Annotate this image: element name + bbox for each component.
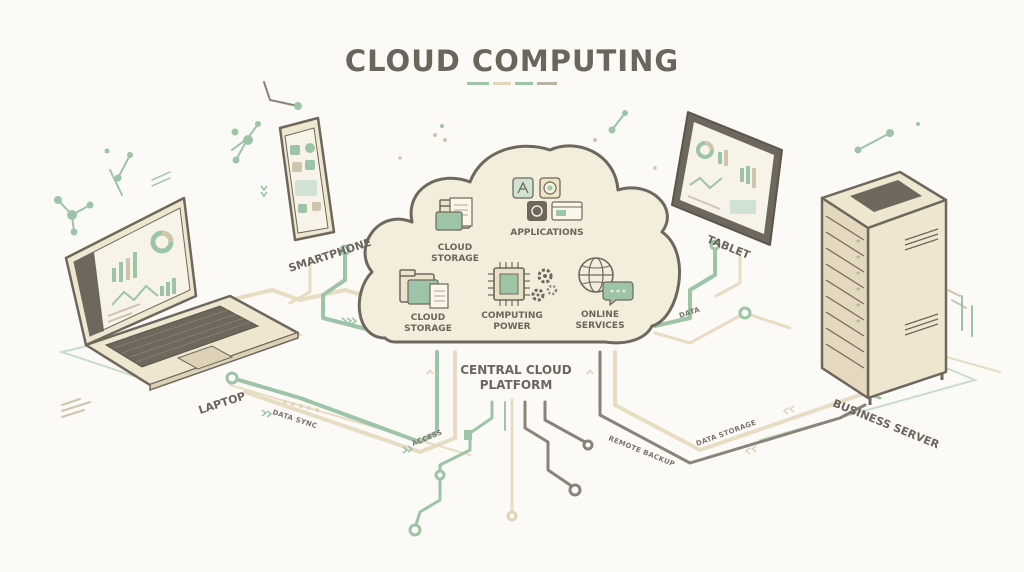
gear-icon — [531, 268, 558, 302]
service-label: SERVICES — [575, 321, 624, 331]
tablet-cloud-line — [653, 243, 717, 328]
business-server-device — [820, 170, 948, 405]
smartphone-device — [278, 116, 336, 242]
laptop-pie-chart — [150, 230, 174, 254]
laptop-cloud-line-green — [230, 350, 439, 444]
service-label: CLOUD — [438, 243, 472, 253]
laptop-device — [64, 196, 300, 392]
title-underline — [467, 82, 557, 85]
service-label: CLOUD — [411, 313, 445, 323]
folder-icon — [435, 197, 473, 231]
tablet-device — [671, 111, 783, 246]
server-vents — [904, 228, 939, 336]
label-laptop: LAPTOP — [197, 389, 247, 416]
connection-lines — [228, 243, 882, 530]
label-smartphone: SMARTPHONE — [287, 236, 373, 275]
label-data-sync: DATA SYNC — [271, 408, 318, 430]
chat-bubble-icon — [602, 281, 634, 307]
down-line-green-left — [413, 400, 494, 530]
smartphone-cloud-line — [321, 248, 372, 332]
connection-nodes — [225, 239, 752, 537]
flow-chevrons — [260, 185, 795, 455]
service-label: COMPUTING — [481, 311, 543, 321]
phone-app-icons — [290, 143, 321, 213]
service-label: ONLINE — [581, 310, 619, 320]
service-label: POWER — [493, 322, 530, 332]
service-applications: APPLICATIONS — [510, 177, 584, 238]
laptop-bar-chart — [112, 252, 137, 282]
cpu-chip-icon — [488, 262, 530, 306]
dot-trail — [283, 400, 319, 412]
laptop-cloud-line-beige2 — [243, 350, 457, 454]
diagram-title: CLOUD COMPUTING — [345, 44, 679, 78]
tablet-charts — [687, 141, 756, 214]
down-line-gray2 — [543, 400, 587, 444]
label-tablet: TABLET — [705, 233, 753, 262]
service-label: STORAGE — [431, 254, 479, 264]
settings-app-icon — [527, 201, 547, 221]
laptop-touchpad — [176, 345, 234, 370]
laptop-keyboard — [104, 305, 260, 368]
laptop-cloud-line-beige — [228, 288, 382, 302]
server-cloud-line-gray — [598, 350, 867, 465]
server-cloud-line-beige — [613, 350, 862, 452]
service-label: APPLICATIONS — [510, 228, 583, 238]
app-store-icon — [512, 177, 534, 199]
service-label: STORAGE — [404, 324, 452, 334]
decorative-network-nodes — [54, 81, 973, 418]
down-line-gray1 — [523, 400, 575, 489]
server-rack-slots — [825, 215, 865, 369]
folder-icon — [399, 269, 449, 309]
